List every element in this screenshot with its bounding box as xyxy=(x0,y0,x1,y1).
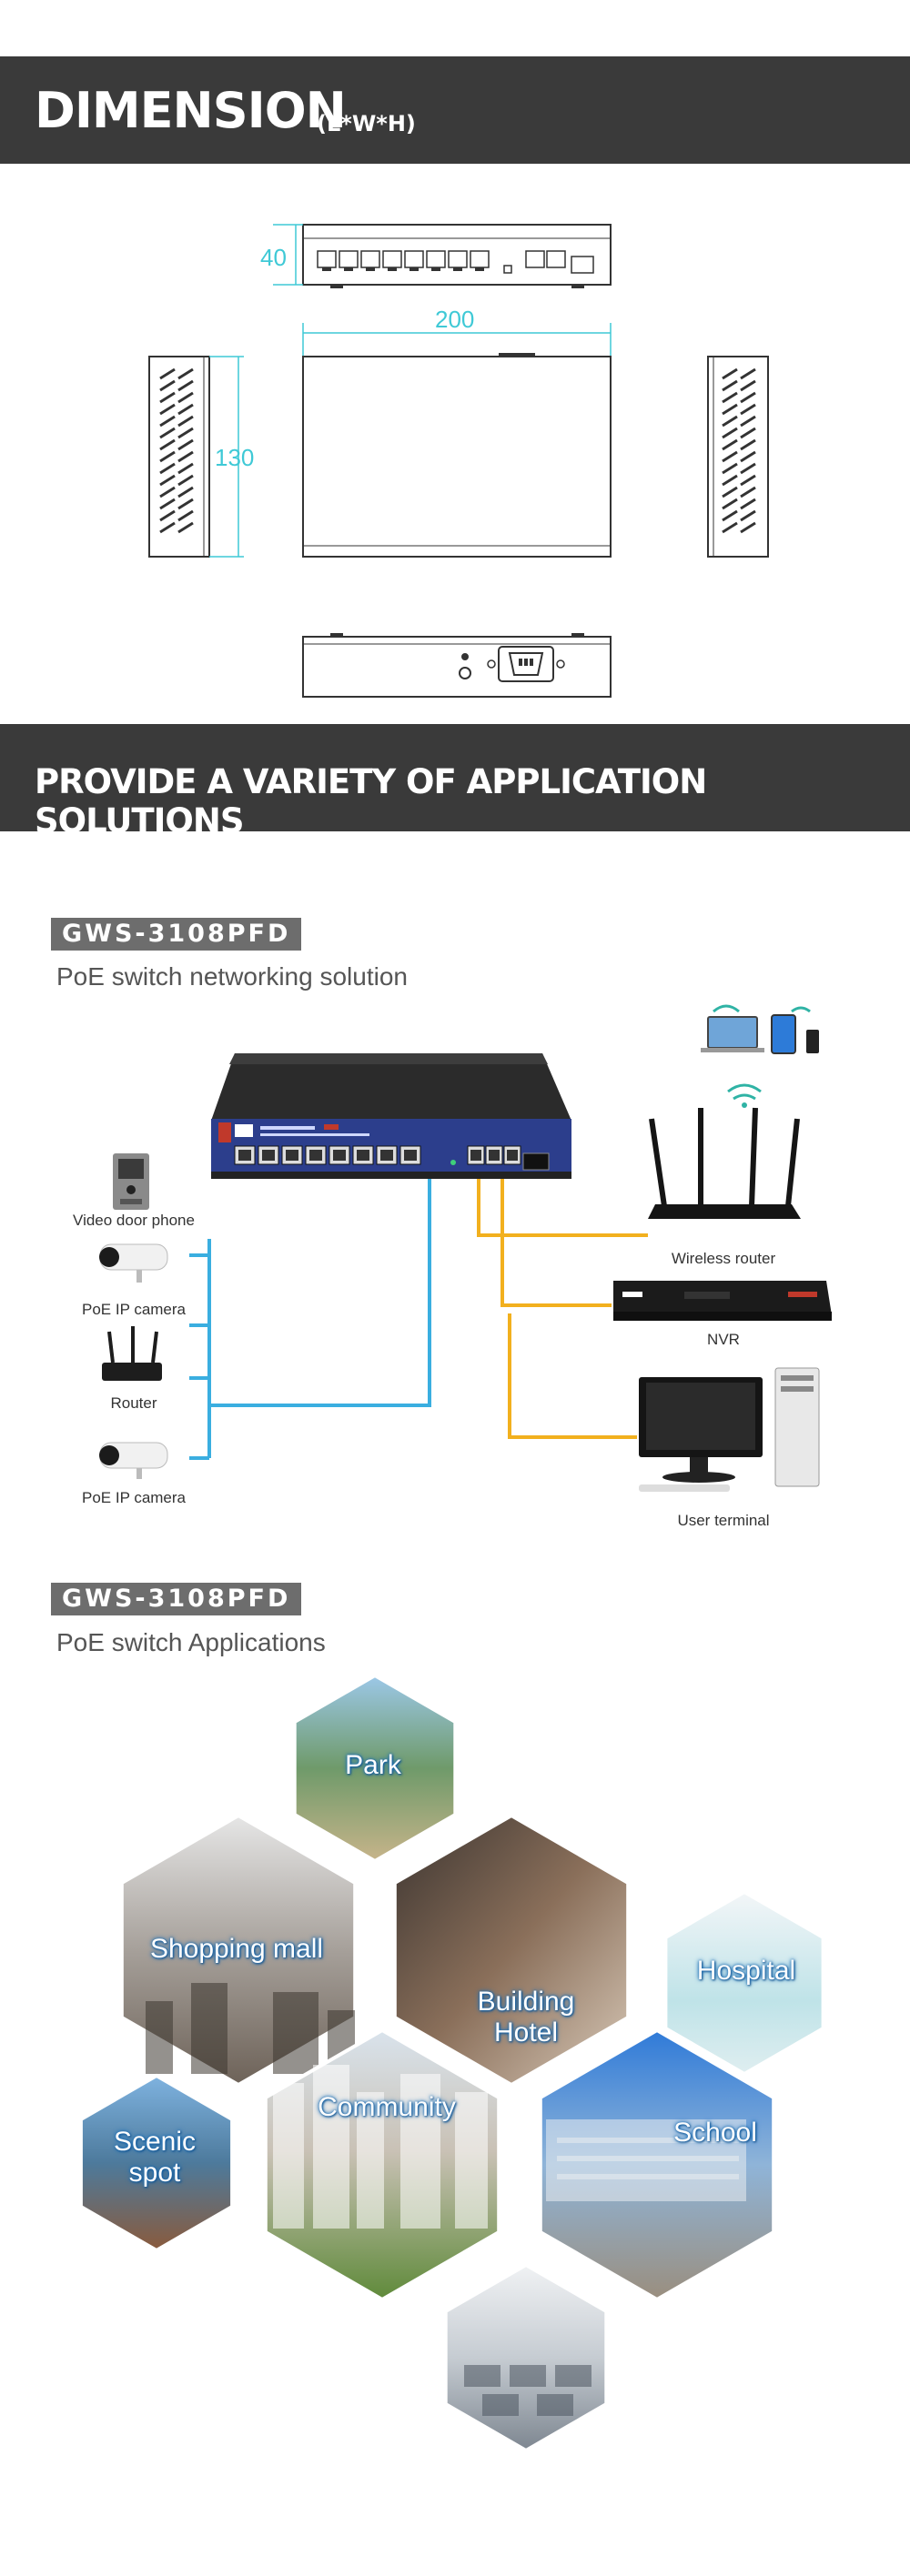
hexagon-park xyxy=(292,1673,458,1864)
networking-subtitle: PoE switch networking solution xyxy=(56,962,408,991)
applications-subtitle: PoE switch Applications xyxy=(56,1628,326,1656)
applications-model-tag: GWS-3108PFD xyxy=(51,1583,302,1615)
hexagon-label-building-hotel: Building Hotel xyxy=(477,1987,575,2048)
length-dimension-label: 200 xyxy=(435,306,474,333)
hexagon-community xyxy=(263,2028,501,2302)
user-terminal-icon xyxy=(639,1367,820,1492)
video-door-phone-icon xyxy=(113,1153,149,1210)
device-label-poe-ip-camera-2: PoE IP camera xyxy=(81,1489,187,1506)
hexagon-hospital xyxy=(663,1889,825,2077)
applications-banner: PROVIDE A VARIETY OF APPLICATION SOLUTIO… xyxy=(0,724,910,840)
poe-ip-camera-icon xyxy=(99,1243,168,1283)
hexagon-shopping-mall xyxy=(119,1813,358,2088)
device-label-nvr: NVR xyxy=(707,1331,740,1348)
wireless-router-icon xyxy=(648,1107,801,1219)
hexagon-label-shopping-mall: Shopping mall xyxy=(149,1934,324,1964)
dimension-banner: DIMENSION (L*W*H) xyxy=(0,56,910,164)
device-label-router: Router xyxy=(110,1394,157,1412)
front-view-drawing xyxy=(273,224,612,288)
dimension-subtitle: (L*W*H) xyxy=(317,111,416,136)
applications-hexagon-collage xyxy=(78,1673,825,2453)
poe-switch-image xyxy=(211,1053,571,1179)
networking-diagram xyxy=(99,1004,832,1492)
device-label-video-door-phone: Video door phone xyxy=(73,1212,195,1229)
networking-model-tag: GWS-3108PFD xyxy=(51,918,302,951)
rear-view-drawing xyxy=(302,633,612,698)
hexagon-office xyxy=(443,2262,609,2453)
device-label-user-terminal: User terminal xyxy=(677,1512,770,1529)
hexagon-scenic-spot xyxy=(78,2073,235,2253)
router-icon xyxy=(102,1326,162,1381)
dimension-drawings: 40 200 130 xyxy=(148,224,769,698)
device-label-poe-ip-camera: PoE IP camera xyxy=(81,1301,187,1318)
hexagon-building-hotel xyxy=(392,1813,631,2088)
hexagon-label-school: School xyxy=(673,2118,757,2148)
width-dimension-label: 130 xyxy=(215,444,254,471)
dimension-title: DIMENSION xyxy=(35,82,347,139)
hexagon-label-park: Park xyxy=(345,1750,401,1780)
hexagon-label-hospital: Hospital xyxy=(696,1956,796,1986)
hexagon-label-scenic-spot: Scenic spot xyxy=(113,2127,197,2188)
left-side-view-drawing xyxy=(148,356,244,558)
height-dimension-label: 40 xyxy=(260,244,287,271)
hexagon-label-community: Community xyxy=(318,2092,456,2122)
nvr-icon xyxy=(613,1281,832,1321)
right-side-view-drawing xyxy=(707,356,769,558)
device-label-wireless-router: Wireless router xyxy=(671,1250,776,1267)
top-view-drawing xyxy=(302,323,612,558)
poe-ip-camera-icon-2 xyxy=(99,1442,168,1479)
wireless-devices-icon xyxy=(701,1004,819,1108)
hexagon-school xyxy=(538,2028,776,2302)
applications-title: PROVIDE A VARIETY OF APPLICATION SOLUTIO… xyxy=(35,762,707,840)
